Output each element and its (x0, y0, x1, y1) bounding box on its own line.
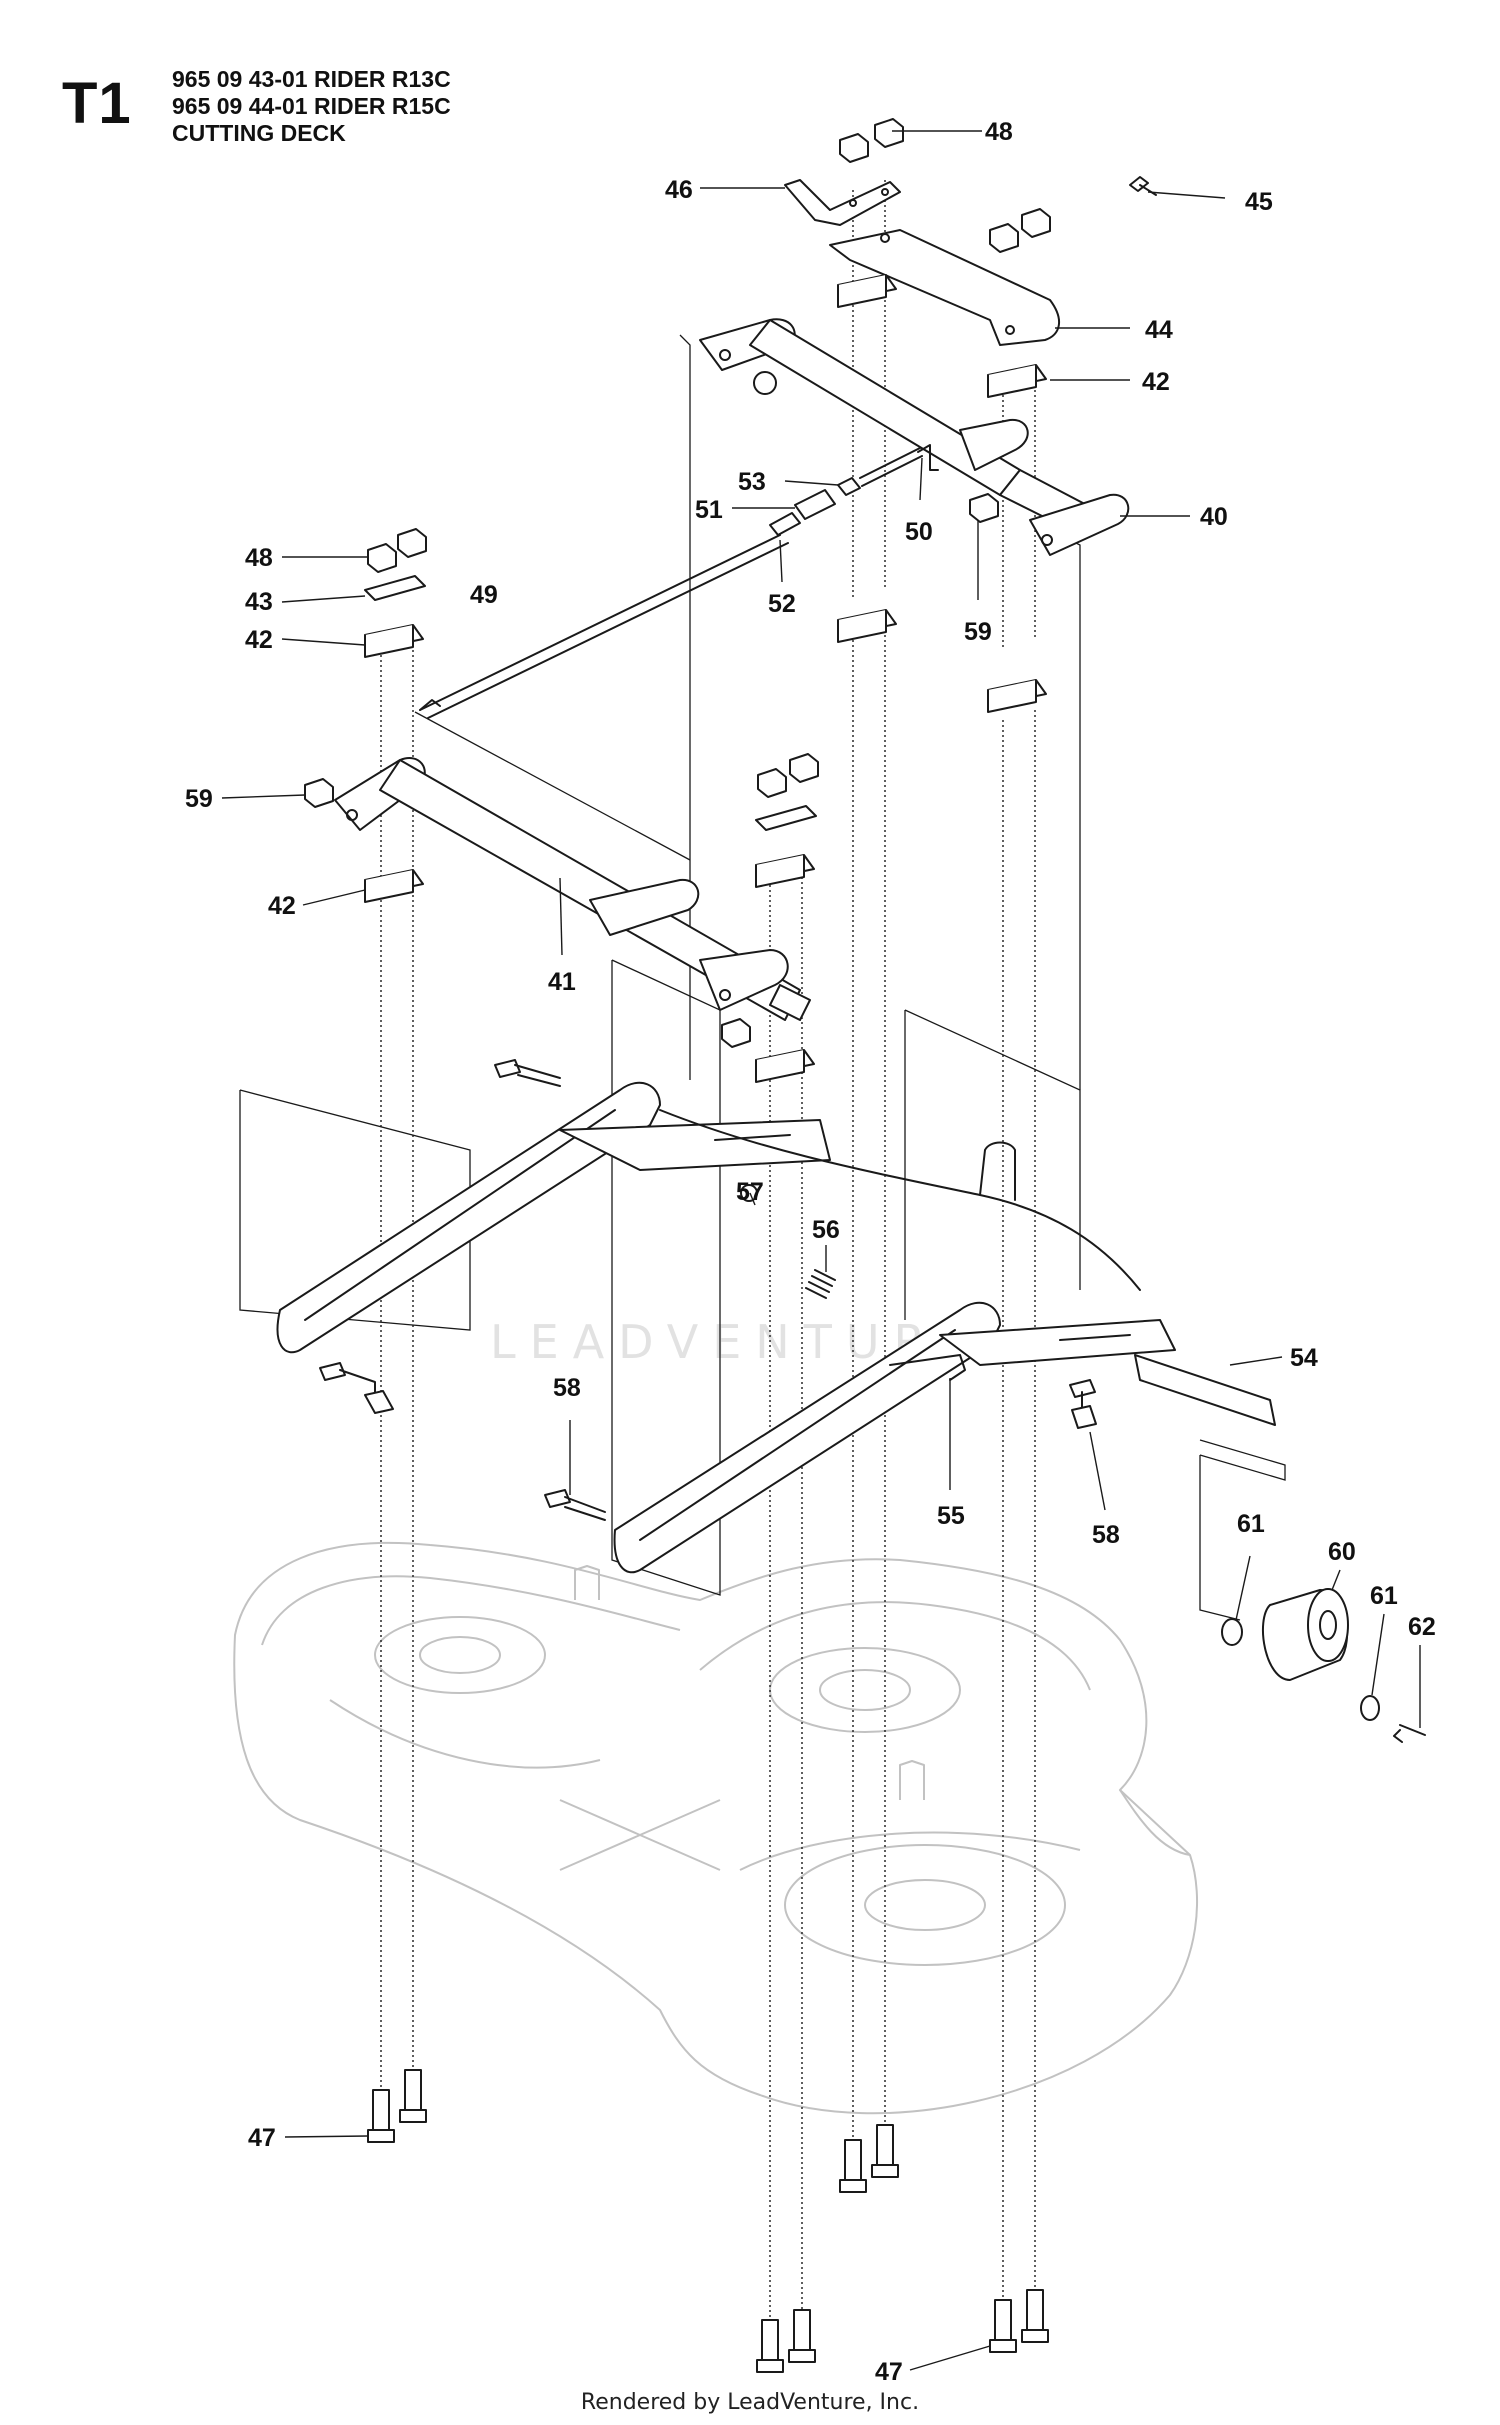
center-hardware (755, 753, 819, 1083)
callout-42-left: 42 (245, 626, 273, 654)
callout-47-right: 47 (875, 2358, 903, 2386)
callout-53: 53 (738, 468, 766, 496)
callout-58-left: 58 (553, 1374, 581, 1402)
footer-credit: Rendered by LeadVenture, Inc. (580, 2390, 920, 2415)
callout-40: 40 (1200, 503, 1228, 531)
callout-55: 55 (937, 1502, 965, 1530)
diagram-heading: 965 09 43-01 RIDER R13C 965 09 44-01 RID… (172, 66, 451, 147)
front-lift-shaft (334, 757, 811, 1048)
cutting-deck-housing (233, 1541, 1199, 2115)
callout-47-left: 47 (248, 2124, 276, 2152)
lock-clip (1129, 176, 1157, 196)
callout-45: 45 (1245, 188, 1273, 216)
callout-leaders (221, 130, 1421, 2371)
callout-42-upper: 42 (1142, 368, 1170, 396)
rear-lift-shaft (699, 318, 1130, 556)
callout-62: 62 (1408, 1613, 1436, 1641)
callout-48-upper: 48 (985, 118, 1013, 146)
callout-46: 46 (665, 176, 693, 204)
gauge-wheel-assembly (1221, 1588, 1426, 1743)
heading-line-model-r13c: 965 09 43-01 RIDER R13C (172, 66, 451, 92)
deck-hanger-arms (276, 1081, 1176, 1574)
page-code: T1 (62, 71, 132, 136)
callout-48-left: 48 (245, 544, 273, 572)
callout-49: 49 (470, 581, 498, 609)
upper-right-hardware (837, 118, 1051, 713)
callout-labels: 48 46 45 44 42 40 53 51 50 52 59 49 48 4… (185, 118, 1436, 2386)
upper-bracket (784, 179, 1060, 346)
callout-44: 44 (1145, 316, 1173, 344)
callout-57: 57 (736, 1178, 764, 1206)
callout-52: 52 (768, 590, 796, 618)
callout-50: 50 (905, 518, 933, 546)
callout-43: 43 (245, 588, 273, 616)
callout-51: 51 (695, 496, 723, 524)
callout-59-left: 59 (185, 785, 213, 813)
callout-42-lower: 42 (268, 892, 296, 920)
callout-58-right: 58 (1092, 1521, 1120, 1549)
left-hardware (304, 528, 427, 903)
mounting-bolts (367, 2069, 1049, 2373)
callout-61-left: 61 (1237, 1510, 1265, 1538)
callout-54: 54 (1290, 1344, 1318, 1372)
callout-60: 60 (1328, 1538, 1356, 1566)
arm-fasteners (319, 1059, 1276, 1521)
callout-56: 56 (812, 1216, 840, 1244)
callout-59-upper: 59 (964, 618, 992, 646)
heading-line-model-r15c: 965 09 44-01 RIDER R15C (172, 93, 451, 119)
heading-line-assembly: CUTTING DECK (172, 120, 346, 146)
callout-61-right: 61 (1370, 1582, 1398, 1610)
callout-41: 41 (548, 968, 576, 996)
adjustment-linkage (419, 444, 939, 719)
